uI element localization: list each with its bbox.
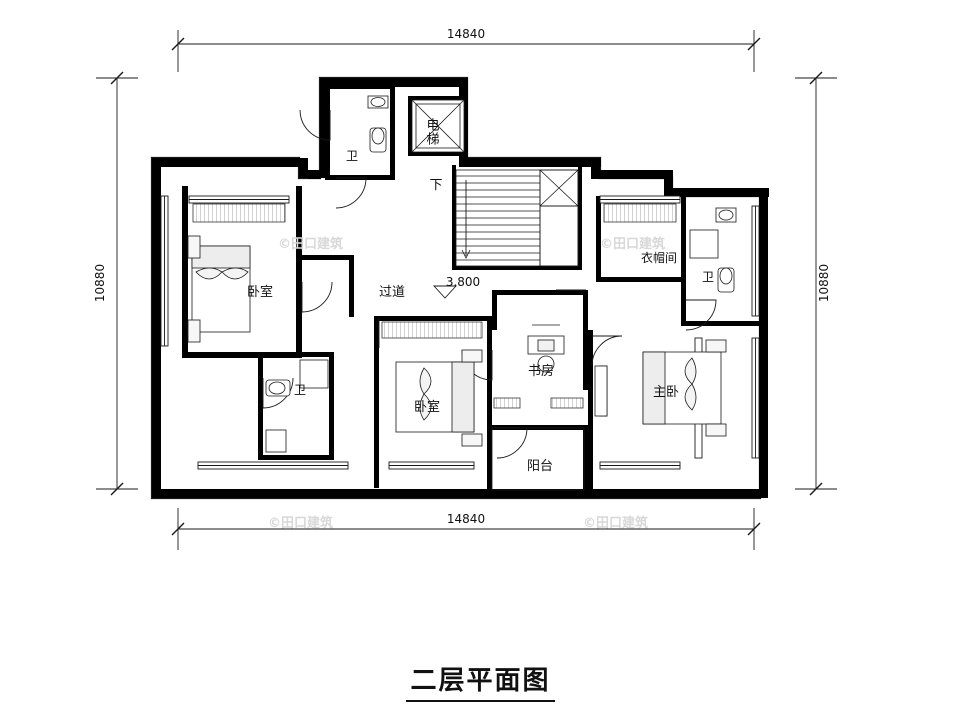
dimension-left: 10880 (93, 264, 107, 302)
level-marker-text: 3.800 (446, 275, 480, 289)
page-title: 二层平面图 (406, 660, 555, 702)
room-label-bedroom-middle: 卧室 (414, 399, 440, 415)
doors (262, 109, 717, 459)
furniture-wardrobes (192, 203, 677, 409)
dimension-bottom: 14840 (447, 512, 485, 526)
room-label-wardrobe: 衣帽间 (641, 250, 677, 265)
room-label-balcony: 阳台 (527, 459, 553, 474)
stair-direction-label: 下 (429, 178, 442, 193)
watermark: ©田口建筑 (268, 516, 334, 531)
wall-fills (152, 78, 769, 498)
furniture-beds (187, 235, 727, 447)
room-label-study: 书房 (528, 363, 554, 379)
dimension-right: 10880 (817, 264, 831, 302)
interior-walls (182, 84, 759, 491)
level-marker-symbol (432, 285, 458, 299)
room-label-bedroom-left: 卧室 (247, 284, 273, 300)
staircase (455, 169, 579, 267)
room-label-elevator: 电梯 (424, 118, 440, 146)
drawing-title-container: 二层平面图 (0, 660, 961, 702)
furniture-study (527, 324, 608, 417)
balcony-rail (491, 427, 585, 491)
elevator-car (411, 99, 465, 153)
furniture-sanitary (265, 95, 737, 453)
dimension-lines (96, 30, 837, 550)
watermark: ©田口建筑 (278, 237, 344, 252)
room-label-master-bedroom: 主卧 (653, 385, 679, 400)
room-label-corridor: 过道 (379, 285, 405, 300)
room-label-bathroom-right: 卫 (702, 270, 714, 284)
room-label-bathroom-top-left: 卫 (346, 149, 358, 163)
watermark: ©田口建筑 (600, 237, 666, 252)
watermark: ©田口建筑 (583, 516, 649, 531)
room-label-bathroom-bottom-left: 卫 (294, 383, 306, 397)
dimension-top: 14840 (447, 27, 485, 41)
